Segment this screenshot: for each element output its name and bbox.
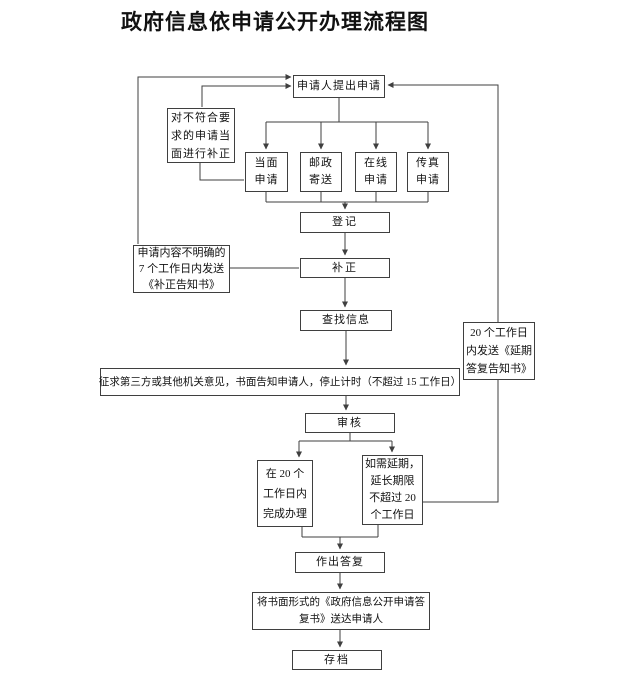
page-title: 政府信息依申请公开办理流程图 (121, 10, 429, 34)
label-line: 申请 (416, 174, 440, 186)
label-line: 当面 (254, 157, 279, 169)
connector-review-split (296, 433, 395, 458)
note-line: 求的申请当 (171, 129, 231, 142)
connector-supplementnote-loop-to-applicant (137, 74, 292, 244)
node-search-info: 查找信息 (300, 310, 392, 331)
label-line: 延长期限 (370, 475, 415, 487)
label-line: 不超过 20 (369, 492, 416, 504)
node-search-info-label: 查找信息 (322, 314, 370, 326)
node-applicant: 申请人提出申请 (293, 75, 385, 98)
node-supplement-notice-note: 申请内容不明确的 7 个工作日内发送 《补正告知书》 (133, 245, 230, 293)
node-archive-label: 存档 (324, 653, 350, 666)
node-register-label: 登记 (332, 216, 358, 228)
label-line: 完成办理 (263, 507, 307, 520)
connector-extension-loop-to-applicant (387, 82, 499, 503)
node-fax-application: 传真 申请 (407, 152, 449, 192)
node-review: 审核 (305, 413, 395, 433)
note-line: 内发送《延期 (466, 345, 532, 357)
connector-applicant-to-channels (263, 98, 431, 150)
note-line: 20 个工作日 (470, 327, 528, 339)
node-make-reply-label: 作出答复 (316, 556, 364, 568)
label-line: 申请 (254, 174, 279, 186)
note-line: 《补正告知书》 (143, 279, 220, 291)
node-third-party-label: 征求第三方或其他机关意见，书面告知申请人，停止计时（不超过 15 工作日） (98, 376, 462, 388)
note-line: 对不符合要 (171, 111, 231, 124)
node-online-application: 在线 申请 (355, 152, 397, 192)
node-supplement-label: 补正 (332, 261, 358, 274)
label-line: 邮政 (309, 157, 333, 169)
node-deliver-reply: 将书面形式的《政府信息公开申请答 复书》送达申请人 (252, 592, 430, 630)
label-line: 在线 (364, 157, 388, 169)
label-line: 传真 (416, 157, 440, 169)
label-line: 申请 (364, 174, 388, 186)
node-mail-application: 邮政 寄送 (300, 152, 342, 192)
label-line: 寄送 (309, 174, 333, 186)
node-extension: 如需延期， 延长期限 不超过 20 个工作日 (362, 455, 423, 525)
node-third-party-consult: 征求第三方或其他机关意见，书面告知申请人，停止计时（不超过 15 工作日） (98, 368, 462, 396)
node-register: 登记 (300, 212, 390, 233)
connector-channels-to-register (265, 192, 429, 210)
connector-inperson-to-onspotnote (199, 163, 244, 181)
node-make-reply: 作出答复 (295, 552, 385, 573)
label-line: 复书》送达申请人 (299, 614, 383, 625)
label-line: 工作日内 (263, 487, 307, 500)
node-complete-in-20-days: 在 20 个 工作日内 完成办理 (257, 460, 313, 527)
note-line: 答复告知书》 (466, 363, 532, 375)
connector-merge-to-reply (301, 525, 379, 550)
node-archive: 存档 (292, 650, 382, 670)
node-inperson-application: 当面 申请 (245, 152, 288, 192)
label-line: 个工作日 (370, 509, 415, 521)
label-line: 如需延期， (365, 458, 420, 470)
label-line: 在 20 个 (265, 467, 305, 480)
connector-onspotnote-to-applicant (201, 83, 292, 107)
note-line: 面进行补正 (171, 147, 231, 160)
note-line: 7 个工作日内发送 (138, 263, 225, 275)
node-onspot-correction-note: 对不符合要 求的申请当 面进行补正 (167, 108, 235, 163)
node-delay-notice-note: 20 个工作日 内发送《延期 答复告知书》 (463, 322, 535, 380)
node-applicant-label: 申请人提出申请 (297, 80, 381, 92)
note-line: 申请内容不明确的 (137, 247, 226, 259)
label-line: 将书面形式的《政府信息公开申请答 (257, 597, 425, 608)
node-review-label: 审核 (337, 416, 363, 429)
node-supplement: 补正 (300, 258, 390, 278)
